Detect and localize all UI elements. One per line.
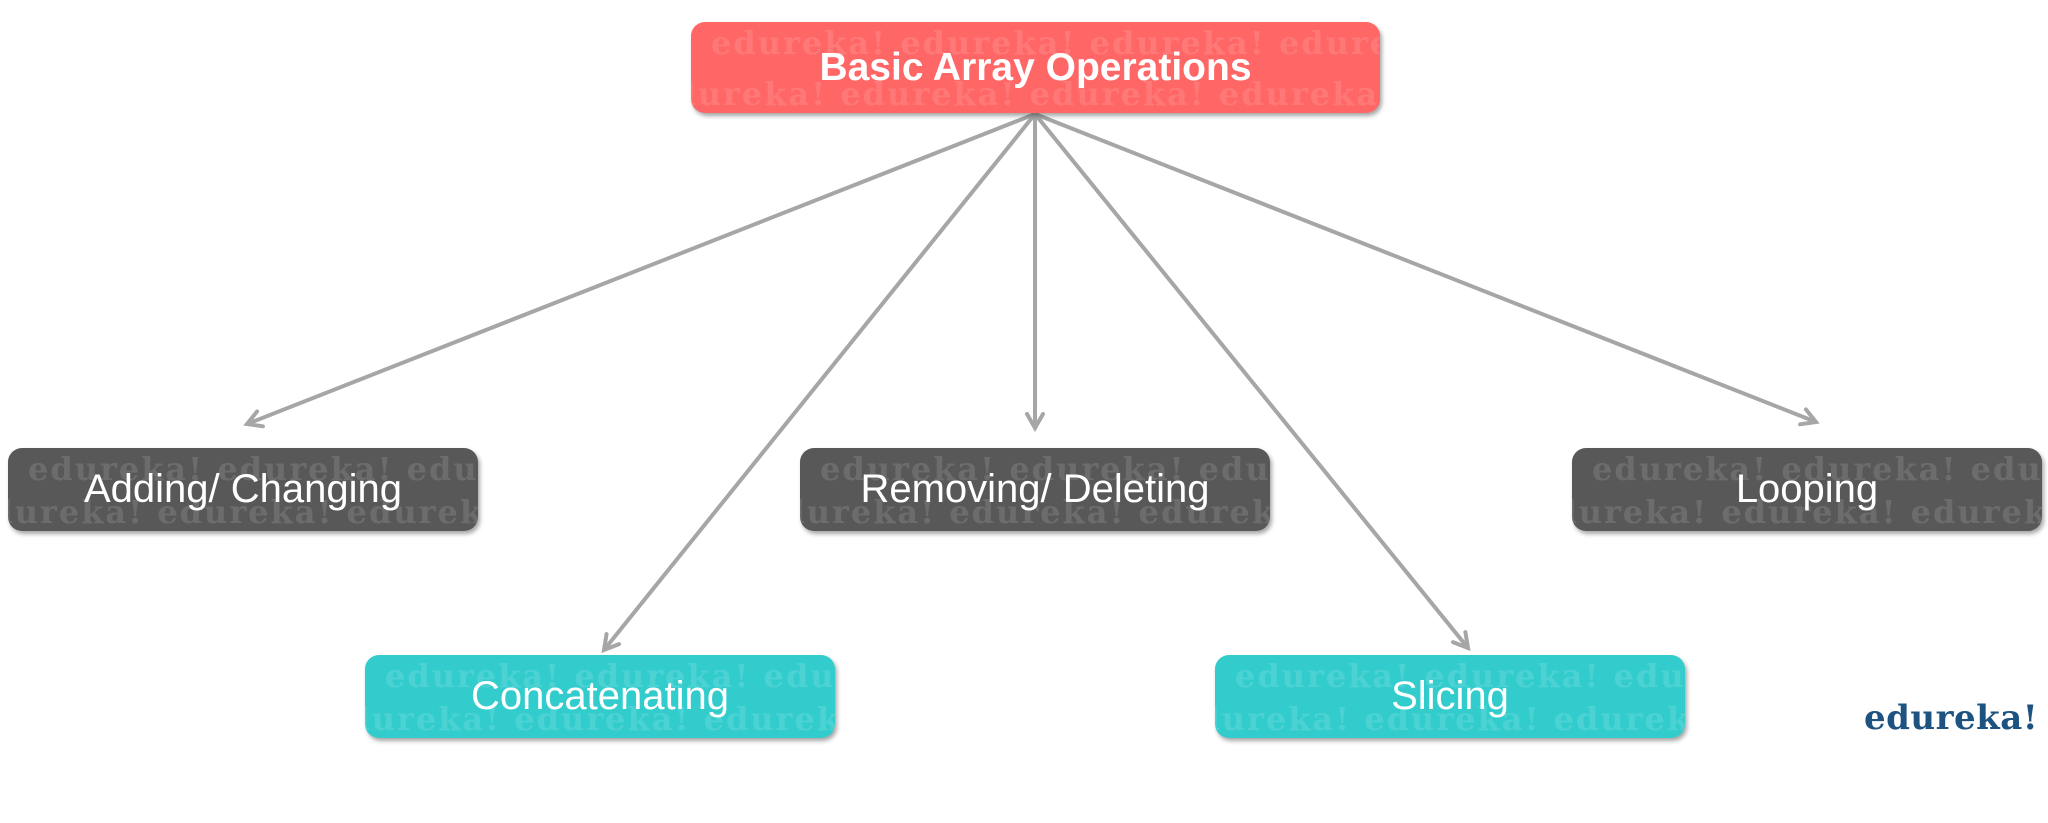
node-removing-deleting: edureka! edureka! edureka! edureka! edur… (800, 448, 1270, 531)
node-label: Removing/ Deleting (860, 467, 1210, 511)
node-concatenating: edureka! edureka! edureka! edureka! edur… (365, 655, 835, 738)
node-label: Slicing (1391, 674, 1509, 718)
arrow-to-adding (243, 112, 1036, 429)
edureka-logo: edureka! (1864, 698, 2039, 738)
arrow-to-looping (1034, 112, 1820, 427)
root-node-basic-array-operations: edureka! edureka! edureka! edureka! edur… (691, 22, 1380, 113)
arrow-to-concatenating (601, 112, 1037, 654)
node-label: Adding/ Changing (83, 467, 403, 511)
node-label: Concatenating (471, 674, 729, 718)
node-adding-changing: edureka! edureka! edureka! edureka! edur… (8, 448, 478, 531)
node-looping: edureka! edureka! edureka! edureka! edur… (1572, 448, 2042, 531)
node-label: Looping (1735, 467, 1879, 511)
node-slicing: edureka! edureka! edureka! edureka! edur… (1215, 655, 1685, 738)
arrow-to-slicing (1033, 112, 1471, 652)
node-label: Basic Array Operations (819, 45, 1252, 89)
